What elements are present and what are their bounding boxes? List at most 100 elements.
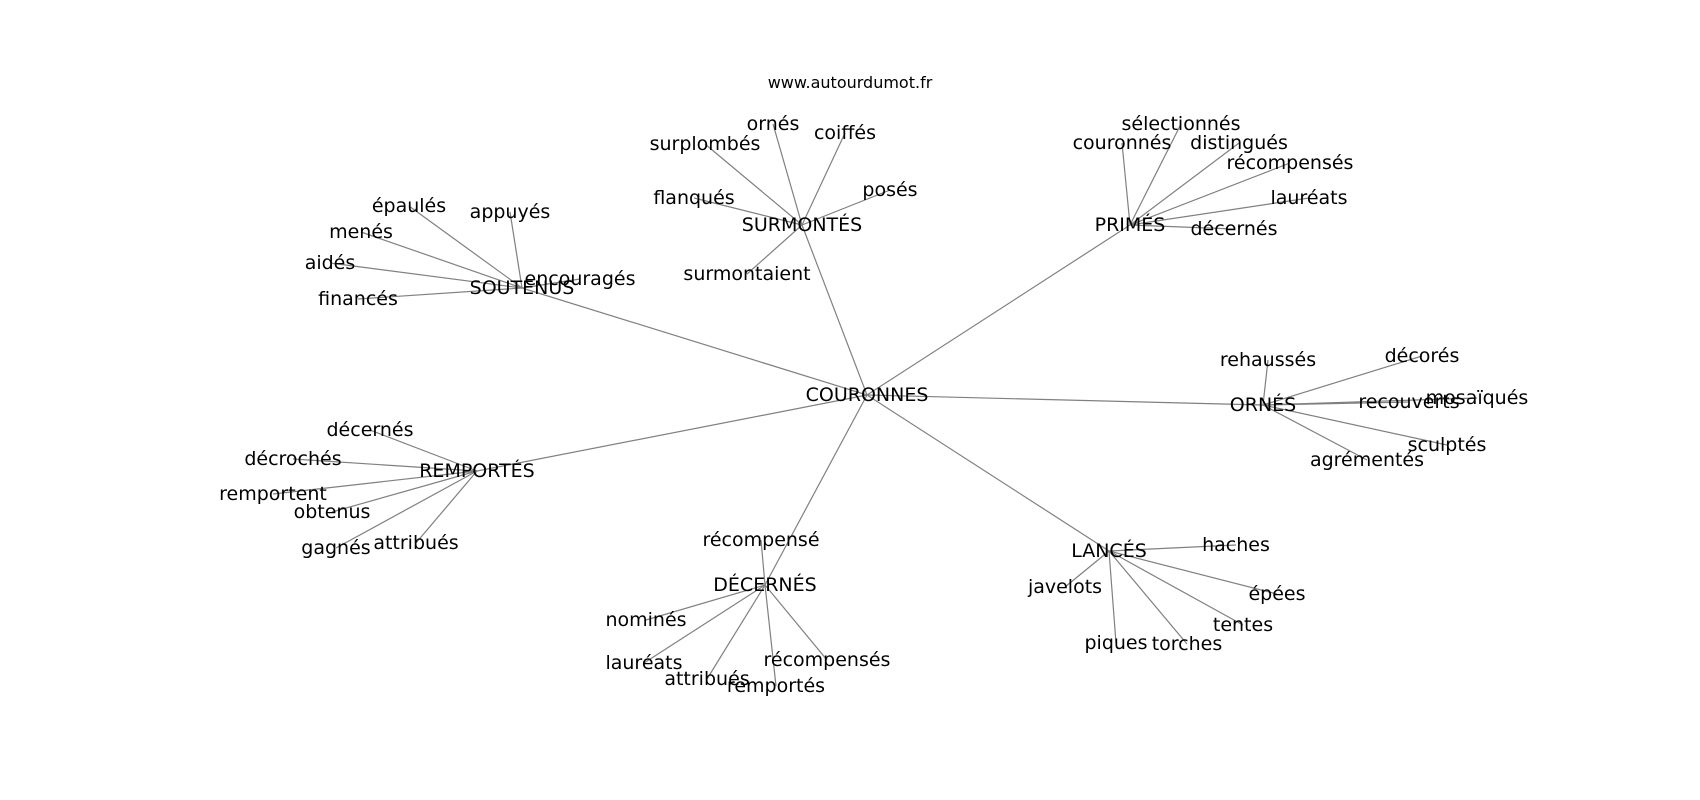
edge-ornes-recouverts [1262,401,1410,406]
edge-soutenus-aides [329,262,523,289]
edge-remportes-attribues [415,470,478,544]
edge-soutenus-finances [357,287,523,300]
edge-primes-couronnes [1121,142,1131,226]
edge-root-soutenus [521,287,868,396]
edge-decernes-laureats [643,584,766,664]
leaf-node-primes-recompenses: récompensés [1227,152,1354,174]
leaf-node-lances-piques: piques [1084,632,1147,654]
edge-lances-torches [1108,550,1188,645]
leaf-node-remportes-obtenus: obtenus [294,501,371,523]
edge-root-primes [866,224,1131,396]
leaf-node-surmontes-surplombes: surplombés [650,133,761,155]
edge-decernes-recompenses [764,584,828,661]
edge-ornes-decores [1262,355,1423,406]
edge-remportes-obtenus [331,470,478,513]
leaf-node-surmontes-ornes: ornés [747,113,800,135]
edge-primes-laureats [1129,197,1310,226]
edge-decernes-remportes [764,584,777,687]
leaf-node-soutenus-appuyes: appuyés [470,201,551,223]
edge-surmontes-surplombes [704,143,803,226]
leaf-node-remportes-gagnes: gagnés [301,537,370,559]
edge-primes-decernes [1129,224,1235,230]
edge-primes-selectionnes [1129,123,1182,226]
edge-lances-haches [1108,544,1237,552]
leaf-node-lances-javelots: javelots [1027,576,1102,598]
leaf-node-surmontes-flanques: flanqués [653,187,734,209]
leaf-node-ornes-rehausses: rehaussés [1220,349,1316,371]
hub-node-decernes: DÉCERNÉS [713,573,816,596]
leaf-node-ornes-decores: décorés [1385,345,1460,367]
edge-lances-epees [1108,550,1278,595]
leaf-node-decernes-recompenses: récompensés [764,649,891,671]
leaf-node-decernes-nomines: nominés [605,609,686,631]
edge-root-surmontes [801,224,868,396]
edge-soutenus-encourages [521,278,581,289]
leaf-node-remportes-remportent: remportent [219,483,327,505]
edge-root-decernes [764,394,868,586]
edge-soutenus-menes [360,231,523,289]
leaf-node-primes-couronnes: couronnés [1073,132,1172,154]
leaf-node-ornes-sculptes: sculptés [1408,434,1487,456]
leaf-node-primes-decernes: décernés [1191,218,1278,240]
leaf-node-ornes-mosaiques: mosaïqués [1426,387,1529,409]
edge-surmontes-flanques [693,197,803,226]
edge-root-lances [866,394,1110,552]
edge-decernes-attribues [706,584,766,680]
edge-remportes-decernes [369,429,478,472]
leaf-node-lances-epees: épées [1248,583,1305,605]
hub-node-ornes: ORNÉS [1230,393,1296,416]
graph-edges [272,123,1478,687]
leaf-node-primes-distingues: distingués [1190,132,1288,154]
edge-lances-javelots [1064,550,1110,588]
edge-primes-distingues [1129,142,1240,226]
leaf-node-decernes-recompense: récompensé [702,529,819,551]
edge-remportes-gagnes [335,470,478,549]
leaf-node-primes-selectionnes: sélectionnés [1121,113,1240,135]
leaf-node-decernes-laureats: lauréats [605,652,682,674]
leaf-node-remportes-attribues: attribués [373,532,458,554]
hub-node-primes: PRIMÉS [1095,213,1166,236]
leaf-node-soutenus-finances: financés [318,288,398,310]
leaf-node-decernes-attribues: attribués [664,668,749,690]
edge-ornes-agrementes [1262,404,1368,461]
edge-primes-recompenses [1129,162,1291,226]
leaf-node-soutenus-aides: aidés [305,252,356,274]
edge-remportes-decroches [292,458,478,472]
leaf-node-lances-tentes: tentes [1213,614,1273,636]
hub-node-lances: LANCÉS [1071,539,1147,562]
edge-surmontes-poses [801,189,891,226]
edge-ornes-rehausses [1262,359,1269,406]
leaf-node-lances-torches: torches [1152,633,1223,655]
edge-ornes-sculptes [1262,404,1448,446]
leaf-node-remportes-decernes: décernés [327,419,414,441]
leaf-node-decernes-remportes: remportés [727,675,825,697]
leaf-node-remportes-decroches: décrochés [244,448,341,470]
hub-node-remportes: REMPORTÉS [419,459,535,482]
leaf-node-surmontes-poses: posés [862,179,917,201]
leaf-node-soutenus-epaules: épaulés [372,195,446,217]
edge-decernes-nomines [645,584,766,621]
site-url: www.autourdumot.fr [768,73,933,92]
root-node-label: COURONNES [806,384,929,406]
leaf-node-lances-haches: haches [1202,534,1270,556]
edge-surmontes-ornes [772,123,803,226]
edge-root-ornes [866,394,1264,406]
hub-node-soutenus: SOUTENUS [470,277,575,299]
edge-lances-piques [1108,550,1117,644]
leaf-node-ornes-recouverts: recouverts [1358,391,1459,413]
edge-surmontes-surmontaient [746,224,803,275]
leaf-node-surmontes-coiffes: coiffés [814,122,876,144]
leaf-node-primes-laureats: lauréats [1270,187,1347,209]
edge-lances-tentes [1108,550,1244,626]
leaf-node-surmontes-surmontaient: surmontaient [683,263,810,285]
edge-remportes-remportent [272,470,478,495]
leaf-node-ornes-agrementes: agrémentés [1310,449,1424,471]
edge-surmontes-coiffes [801,132,846,226]
hub-node-surmontes: SURMONTÉS [742,213,862,236]
edge-soutenus-epaules [408,205,523,289]
edge-root-remportes [476,394,868,472]
edge-soutenus-appuyes [509,211,523,289]
edge-decernes-recompense [760,539,766,586]
